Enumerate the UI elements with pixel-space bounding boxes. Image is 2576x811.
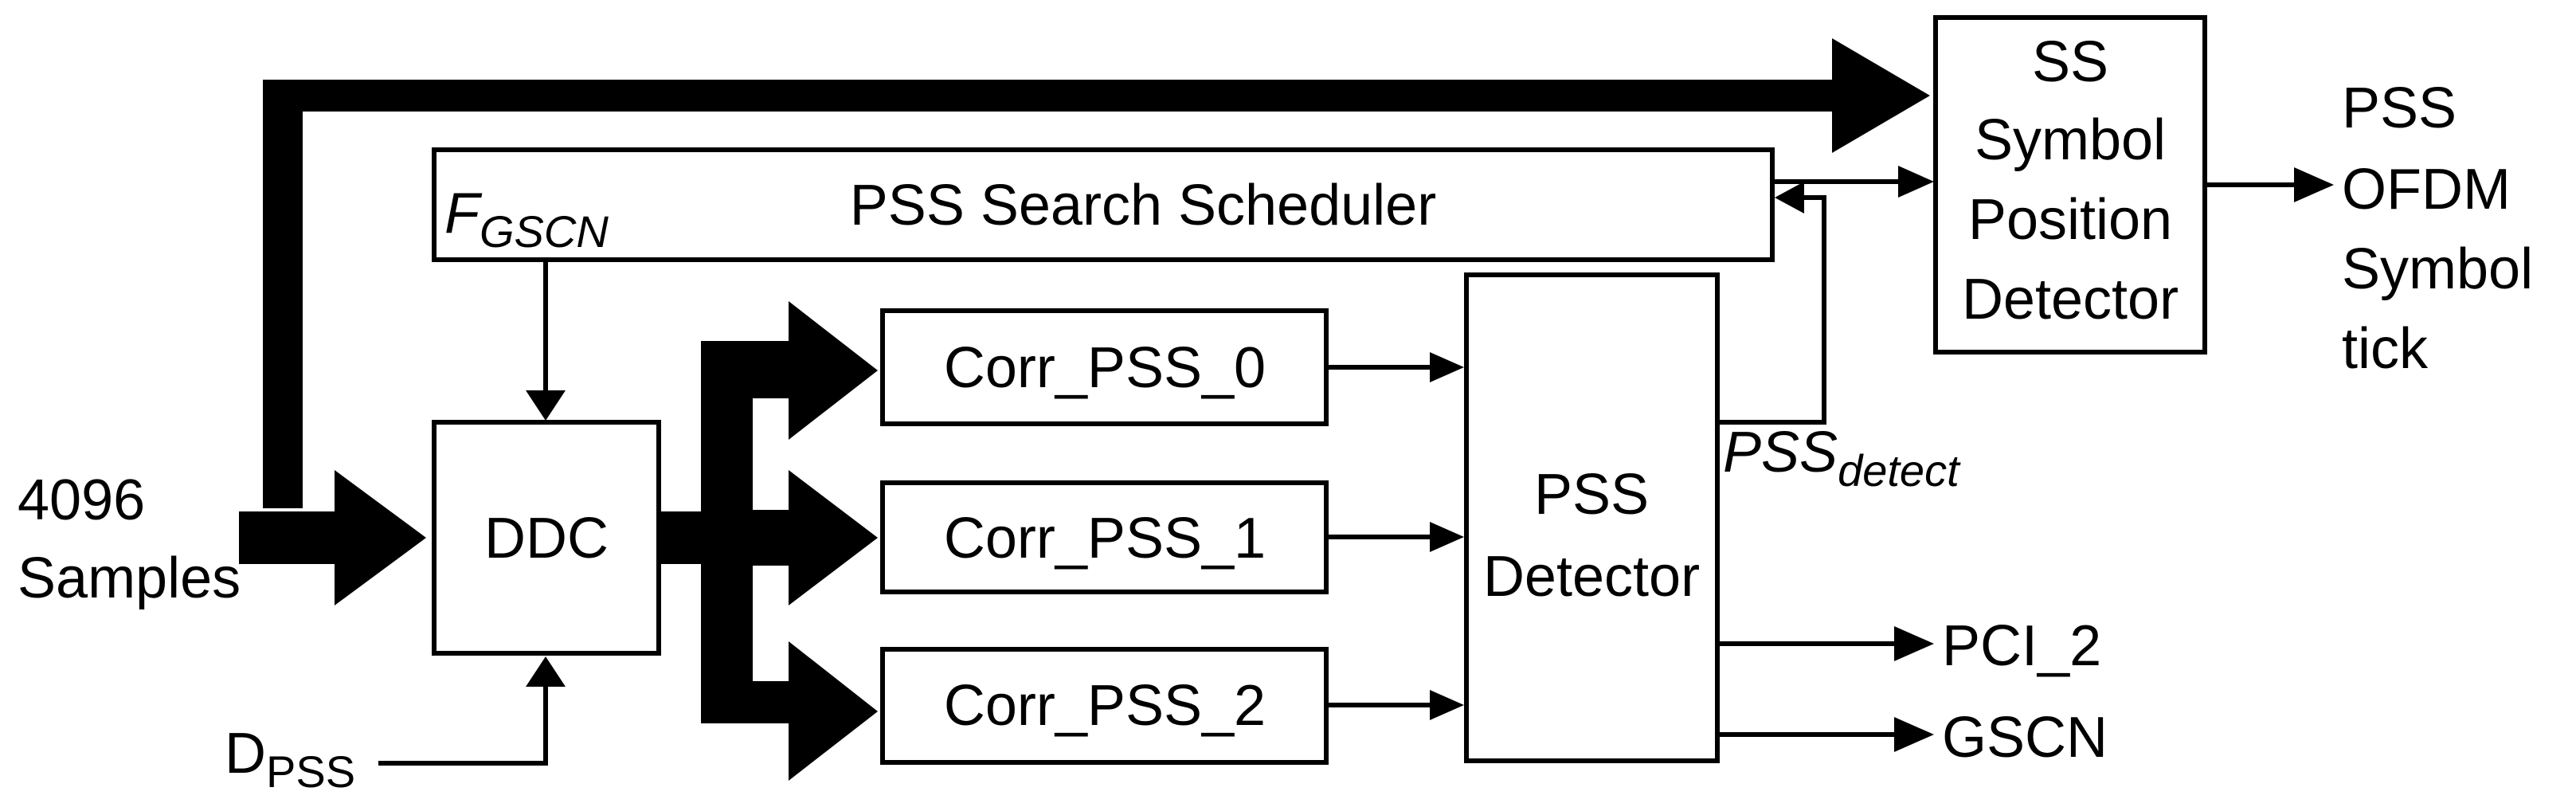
corr1-arrowhead (1430, 522, 1464, 552)
ss-label-line3: Position (1968, 188, 2172, 252)
corr-pss-0-label: Corr_PSS_0 (944, 336, 1266, 400)
ss-label-line4: Detector (1962, 268, 2179, 331)
scheduler-to-ss-arrowhead (1898, 166, 1934, 198)
input-label-line2: Samples (18, 547, 241, 610)
ddc-output-bus-arrow (659, 301, 878, 781)
gscn-label: GSCN (1942, 706, 2108, 770)
d-pss-line (378, 684, 548, 766)
f-gscn-label: FGSCN (444, 182, 609, 257)
corr0-arrowhead (1430, 352, 1464, 382)
ddc-label: DDC (484, 507, 609, 570)
output-label-line1: PSS (2342, 76, 2457, 140)
pss-detect-label: PSSdetect (1723, 421, 1961, 496)
pss-search-scheduler-block (432, 147, 1775, 262)
corr2-arrowhead (1430, 690, 1464, 720)
detector-label-line2: Detector (1483, 545, 1700, 609)
corr-pss-2-label: Corr_PSS_2 (944, 674, 1266, 738)
input-bus-arrow (239, 470, 426, 605)
f-gscn-arrowhead (526, 390, 566, 421)
output-label-line2: OFDM (2342, 158, 2511, 221)
gscn-arrowhead (1894, 717, 1934, 752)
ss-label-line2: Symbol (1975, 108, 2166, 172)
scheduler-label: PSS Search Scheduler (850, 174, 1436, 237)
corr-pss-1-label: Corr_PSS_1 (944, 507, 1266, 570)
pci-arrowhead (1894, 626, 1934, 661)
pss-detector-block (1464, 272, 1720, 763)
pss-detect-feedback-line (1717, 195, 1826, 425)
pss-detect-feedback-arrowhead (1775, 182, 1804, 214)
output-label-line4: tick (2342, 317, 2429, 381)
top-bus-arrow (263, 38, 1930, 508)
d-pss-label: DPSS (225, 722, 355, 797)
ss-label-line1: SS (2032, 30, 2108, 94)
pci-label: PCI_2 (1942, 614, 2101, 678)
output-label-line3: Symbol (2342, 237, 2533, 301)
detector-label-line1: PSS (1534, 463, 1649, 527)
d-pss-arrowhead (526, 656, 566, 687)
input-label-line1: 4096 (18, 468, 145, 532)
output-arrowhead (2294, 167, 2334, 202)
